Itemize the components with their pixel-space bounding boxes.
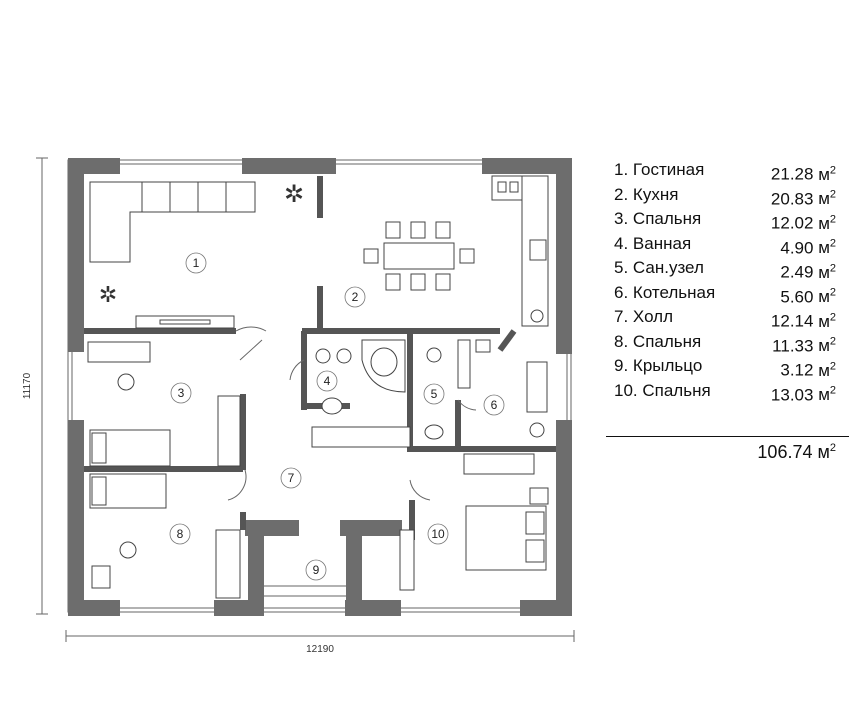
room-name: 1. Гостиная [614,160,705,179]
room-area: 5.60 м2 [780,286,836,307]
legend-row: 9. Крыльцо 3.12 м2 [600,354,850,380]
room-name: 2. Кухня [614,184,679,204]
room-label: 1 [185,252,207,274]
room-name: 5. Сан.узел [614,258,704,277]
room-name: 6. Котельная [614,282,716,302]
svg-text:10: 10 [431,527,445,541]
svg-text:1: 1 [193,256,200,270]
room-area: 12.02 м2 [770,213,836,233]
bedroom-8-furniture [89,473,241,599]
bathroom-fixtures [311,339,491,448]
legend-row: 8. Спальня 11.33 м2 [600,330,850,356]
room-area: 13.03 м2 [770,384,836,405]
room-labels: 1 2 3 4 5 6 7 8 9 10 [169,252,505,581]
room-name: 7. Холл [614,307,673,326]
kitchen-furniture [363,175,549,327]
room-label: 4 [316,370,338,392]
width-dimension-label: 12190 [306,644,334,655]
exterior-walls [68,158,572,616]
svg-text:2: 2 [352,290,359,304]
legend-row: 1. Гостиная 21.28 м2 [600,158,850,184]
room-label: 10 [427,523,449,545]
legend-row: 5. Сан.узел 2.49 м2 [600,256,850,282]
height-dimension-label: 11170 [22,372,33,399]
room-area: 11.33 м2 [772,335,836,356]
room-label: 3 [170,382,192,404]
doors [227,326,477,501]
dimension-lines: 11170 12190 [22,157,575,655]
room-label: 7 [280,467,302,489]
svg-text:6: 6 [491,398,498,412]
svg-text:5: 5 [431,387,438,401]
room-name: 8. Спальня [614,331,702,351]
svg-text:8: 8 [177,527,184,541]
room-area: 20.83 м2 [770,188,836,209]
room-label: 8 [169,523,191,545]
legend-row: 4. Ванная 4.90 м2 [600,232,850,258]
svg-text:✲: ✲ [284,181,304,208]
room-name: 4. Ванная [614,233,692,253]
room-label: 6 [483,394,505,416]
room-label: 9 [305,559,327,581]
svg-text:7: 7 [288,471,295,485]
room-label: 5 [423,383,445,405]
legend-row: 6. Котельная 5.60 м2 [600,281,850,307]
svg-text:3: 3 [178,386,185,400]
living-room-furniture: ✲ ✲ [89,181,304,329]
room-area: 21.28 м2 [770,164,836,184]
room-name: 9. Крыльцо [614,356,703,375]
floor-plan: 11170 12190 [22,157,575,655]
room-area: 2.49 м2 [780,262,836,282]
room-name: 3. Спальня [614,209,702,228]
legend-row: 2. Кухня 20.83 м2 [600,183,850,209]
bedroom-10-furniture [399,453,549,591]
legend-row: 10. Спальня 13.03 м2 [600,379,850,405]
room-area: 4.90 м2 [780,237,836,258]
svg-text:9: 9 [313,563,320,577]
room-name: 10. Спальня [614,380,711,400]
room-area: 3.12 м2 [780,360,836,380]
legend-row: 7. Холл 12.14 м2 [600,305,850,331]
total-divider [606,436,849,437]
svg-text:✲: ✲ [99,282,117,307]
porch [264,585,346,597]
room-area: 12.14 м2 [770,311,836,331]
room-label: 2 [344,286,366,308]
room-area-legend: 1. Гостиная 21.28 м2 2. Кухня 20.83 м2 3. … [600,158,850,462]
boiler-room-fixtures [526,361,548,438]
legend-row: 3. Спальня 12.02 м2 [600,207,850,233]
total-area: 106.74 м2 [757,442,836,462]
bedroom-3-furniture [87,341,241,467]
svg-text:4: 4 [324,374,331,388]
